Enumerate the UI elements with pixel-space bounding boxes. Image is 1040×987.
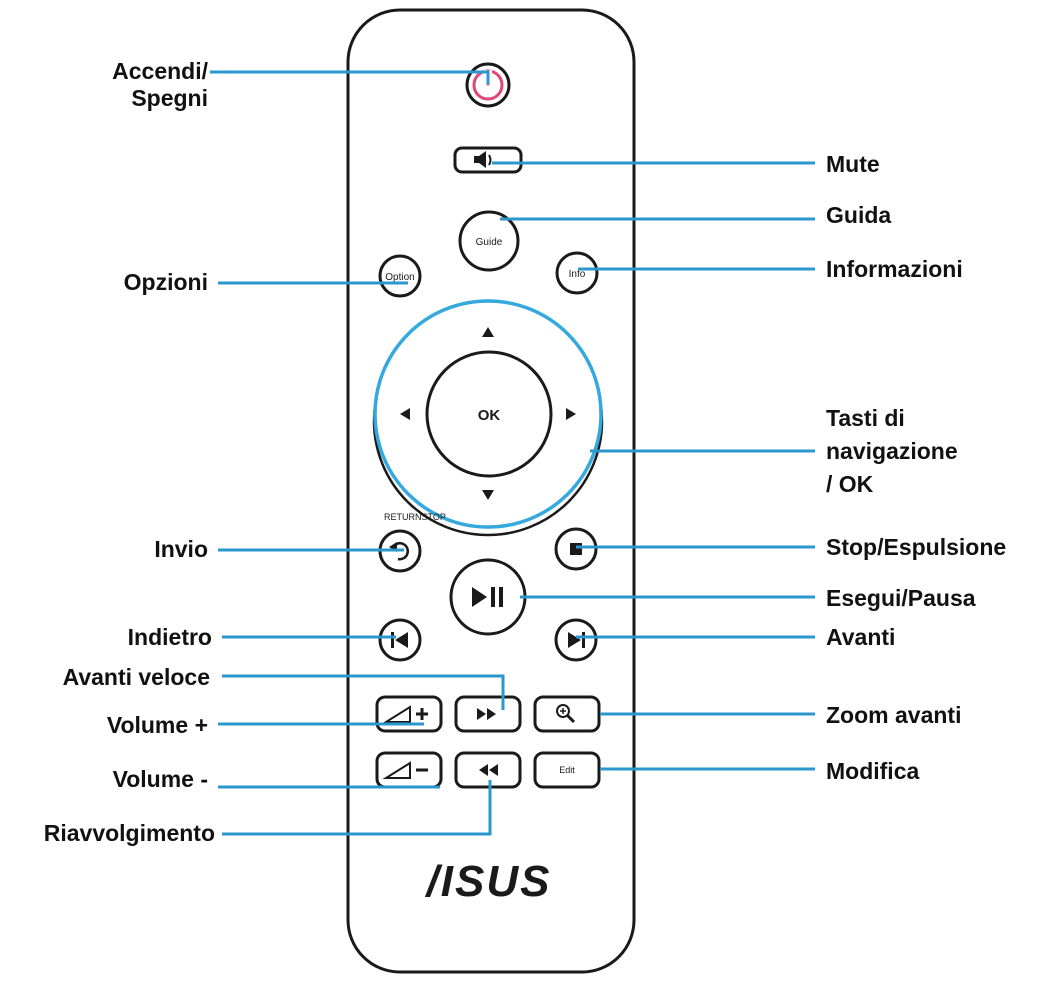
option-button[interactable]: Option — [378, 254, 422, 298]
arrow-up-icon[interactable] — [482, 327, 494, 337]
rewind-button[interactable] — [454, 751, 522, 789]
ok-button[interactable]: OK — [425, 350, 553, 478]
label-power-line2: Spegni — [131, 85, 208, 111]
label-edit: Modifica — [826, 758, 920, 784]
label-mute: Mute — [826, 151, 880, 177]
volume-up-button[interactable] — [375, 695, 443, 733]
guide-button[interactable]: Guide — [458, 210, 520, 272]
fast-forward-button[interactable] — [454, 695, 522, 733]
zoom-in-icon — [556, 704, 576, 724]
stop-button[interactable] — [554, 527, 598, 571]
label-info: Informazioni — [826, 256, 963, 282]
label-volume-up: Volume + — [106, 712, 208, 738]
skip-previous-icon — [391, 632, 408, 648]
leader-rewind — [222, 780, 492, 836]
label-stop: Stop/Espulsione — [826, 534, 1007, 560]
asus-logo: /ISUS — [425, 857, 552, 906]
stop-icon — [570, 543, 582, 555]
guide-button-label: Guide — [476, 237, 503, 248]
leader-fast-forward — [222, 674, 505, 710]
volume-down-button[interactable] — [375, 751, 443, 789]
volume-up-icon — [382, 705, 428, 723]
mute-button[interactable] — [453, 146, 523, 174]
play-pause-icon — [472, 587, 503, 607]
label-play-pause: Esegui/Pausa — [826, 585, 976, 611]
label-previous: Indietro — [127, 624, 212, 650]
rewind-icon — [479, 764, 498, 776]
label-fast-forward: Avanti veloce — [62, 664, 210, 690]
fast-forward-icon — [477, 708, 496, 720]
volume-down-icon — [382, 761, 428, 779]
label-next: Avanti — [826, 624, 896, 650]
label-back: Invio — [154, 536, 208, 562]
previous-button[interactable] — [378, 618, 422, 662]
label-options: Opzioni — [123, 269, 208, 295]
option-button-label: Option — [385, 272, 414, 283]
play-pause-button[interactable] — [449, 558, 527, 636]
label-guide: Guida — [826, 202, 892, 228]
ok-button-label: OK — [478, 407, 501, 424]
arrow-down-icon[interactable] — [482, 490, 494, 500]
label-navigation-line1: Tasti di — [826, 405, 905, 431]
label-volume-down: Volume - — [112, 766, 208, 792]
leader-power — [210, 70, 490, 84]
speaker-mute-icon — [474, 151, 492, 168]
arrow-left-icon[interactable] — [400, 408, 410, 420]
label-rewind: Riavvolgimento — [43, 820, 215, 846]
edit-button-label: Edit — [559, 765, 575, 775]
arrow-right-icon[interactable] — [566, 408, 576, 420]
return-stop-caption: RETURNSTOP — [384, 512, 446, 522]
info-button-label: Info — [569, 269, 586, 280]
skip-next-icon — [568, 632, 585, 648]
label-navigation-line3: / OK — [826, 471, 874, 497]
zoom-in-button[interactable] — [533, 695, 601, 733]
label-power-line1: Accendi/ — [112, 58, 208, 84]
label-zoom: Zoom avanti — [826, 702, 962, 728]
next-button[interactable] — [554, 618, 598, 662]
label-power: Accendi/ Spegni — [60, 58, 208, 112]
edit-button[interactable]: Edit — [533, 751, 601, 789]
label-navigation-line2: navigazione — [826, 438, 958, 464]
power-button[interactable] — [465, 62, 511, 108]
navigation-pad: OK — [372, 299, 604, 537]
leader-lines — [210, 70, 815, 836]
label-navigation: Tasti di navigazione / OK — [826, 402, 958, 501]
info-button[interactable]: Info — [555, 251, 599, 295]
